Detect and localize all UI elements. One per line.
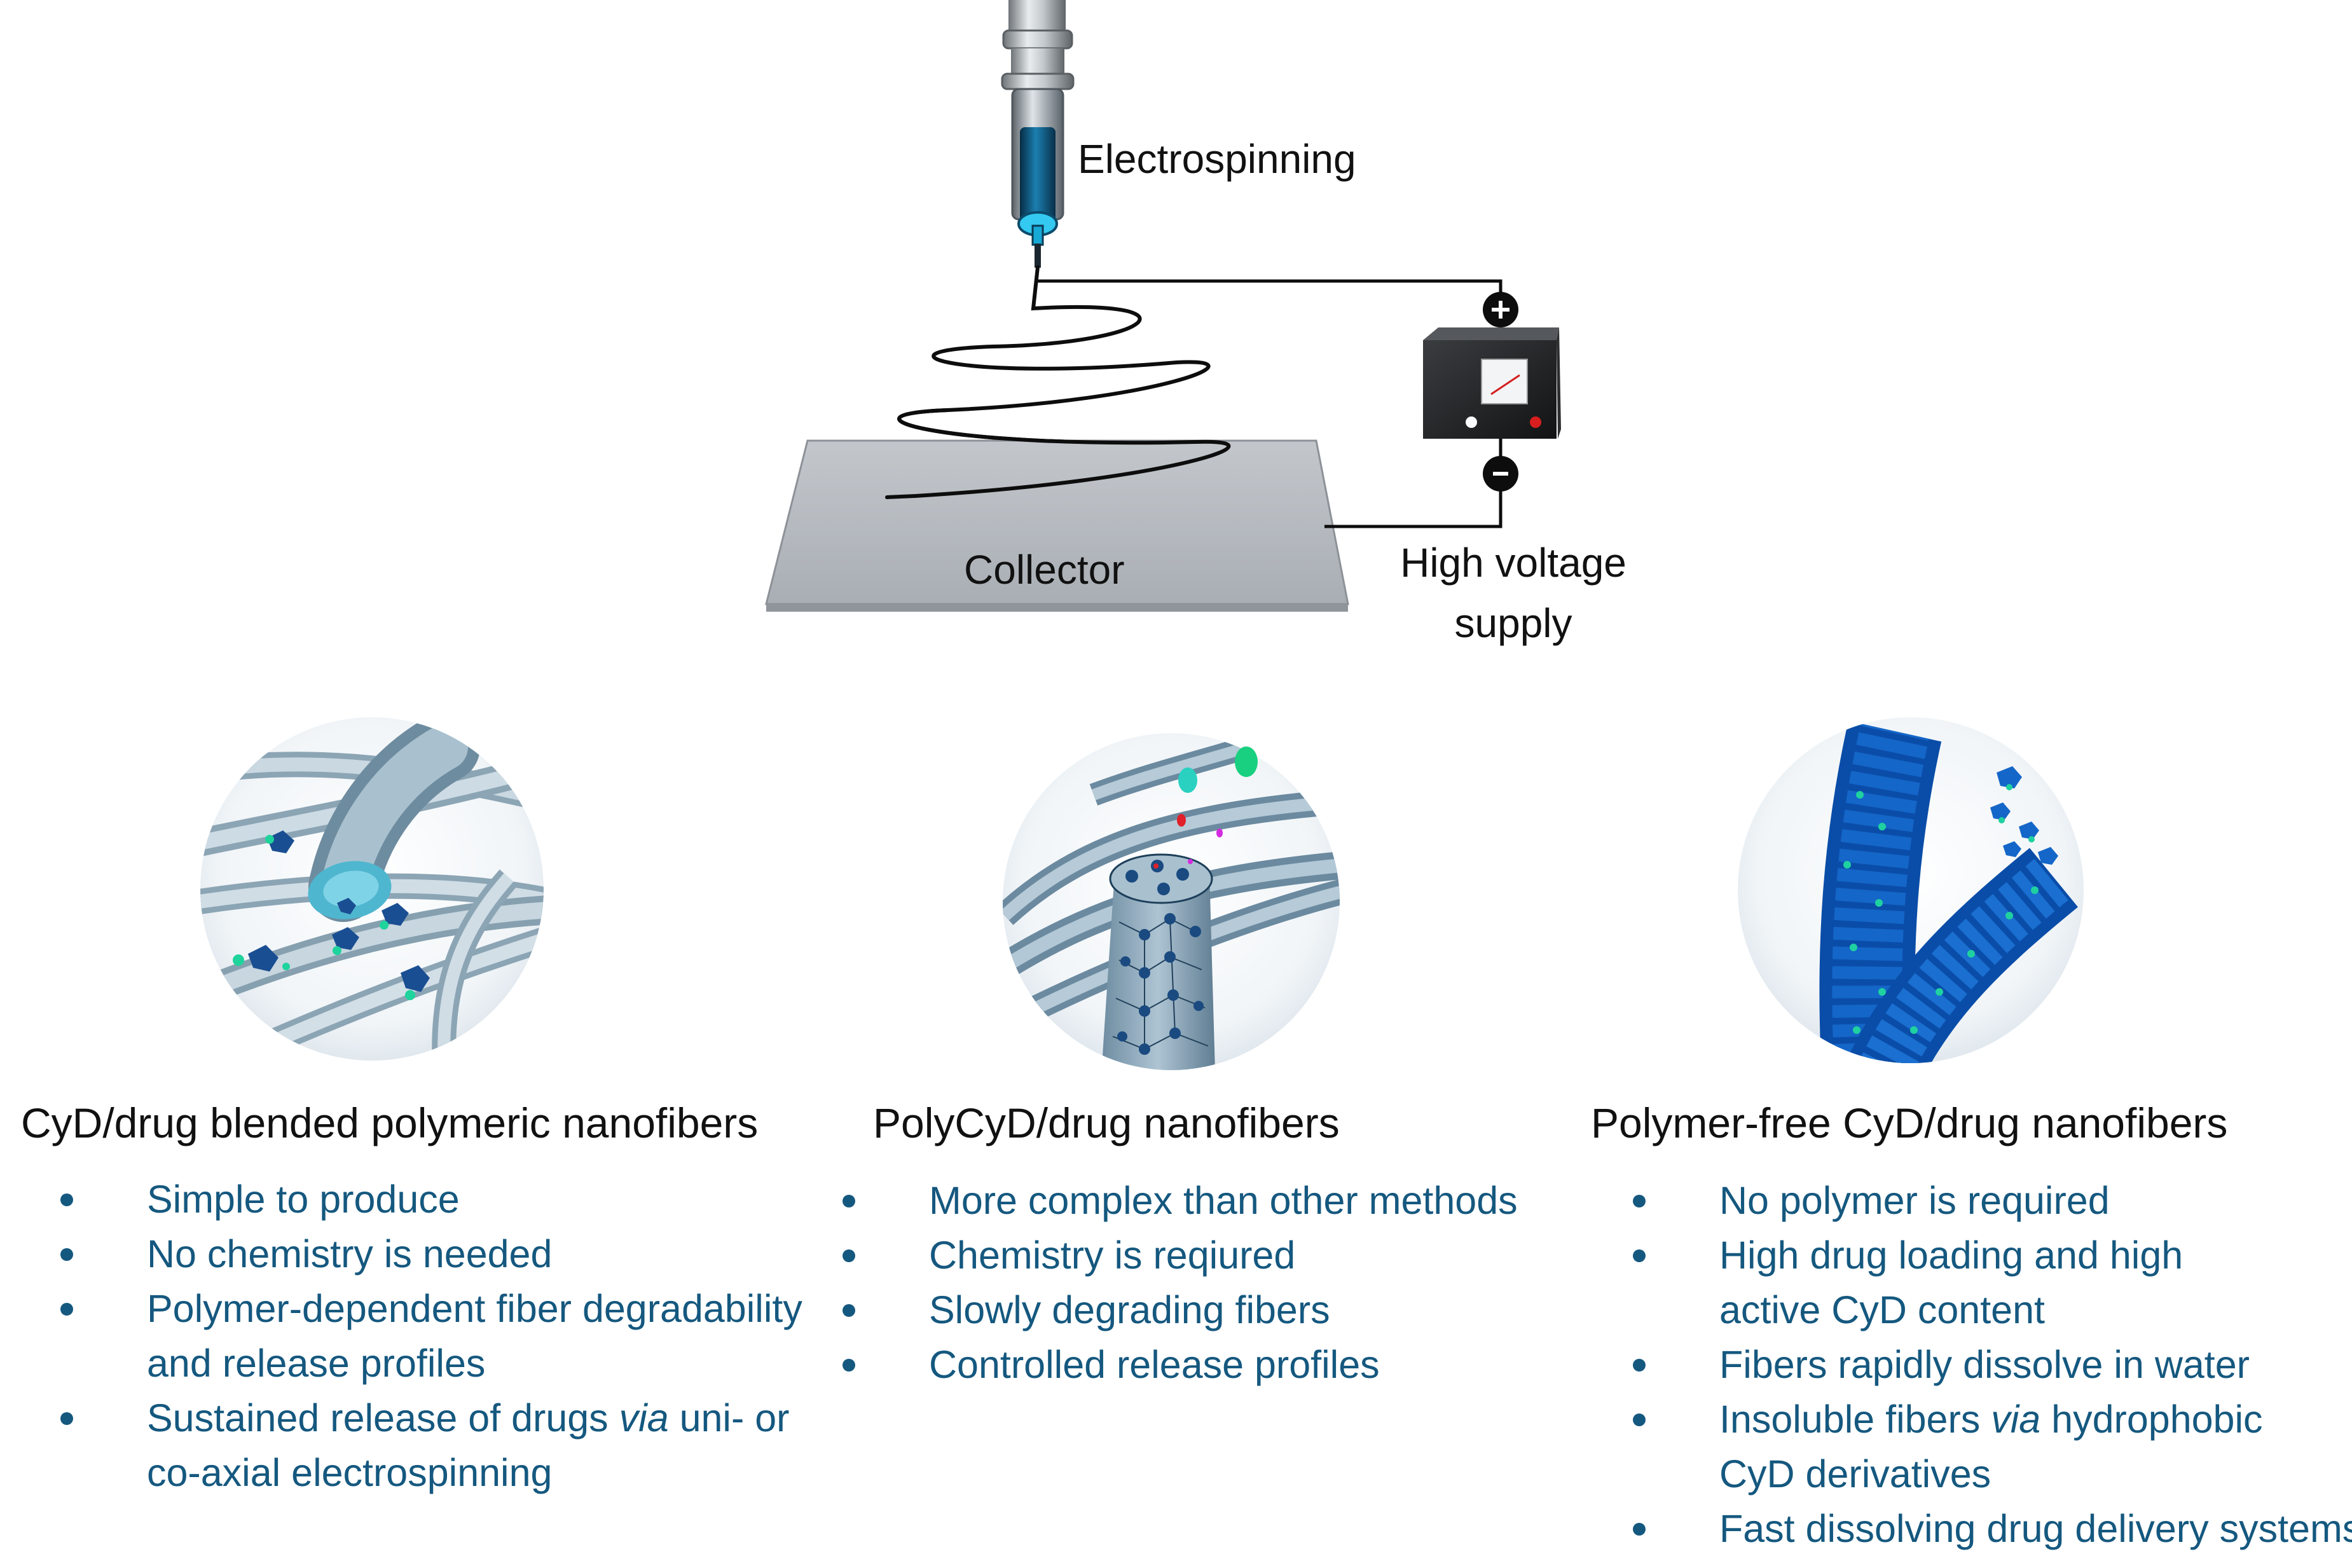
bullet-line: No polymer is required bbox=[1719, 1173, 2352, 1228]
bullet-text: No chemistry is needed bbox=[147, 1232, 553, 1276]
bullet-item: Sustained release of drugs via uni- or co… bbox=[60, 1391, 802, 1500]
bullet-item: Fibers rapidly dissolve in water bbox=[1633, 1337, 2352, 1392]
illustration-polycyd-nanofibers bbox=[1003, 733, 1340, 1070]
supply-label-line1: High voltage bbox=[1400, 540, 1626, 586]
column-title-polycyd: PolyCyD/drug nanofibers bbox=[873, 1099, 1340, 1146]
bullet-line: co-axial electrospinning bbox=[147, 1445, 802, 1500]
plus-terminal bbox=[1483, 292, 1518, 327]
bullet-text: Slowly degrading fibers bbox=[929, 1288, 1330, 1331]
bullet-text: Controlled release profiles bbox=[929, 1343, 1380, 1386]
bullet-text: Fibers rapidly dissolve in water bbox=[1719, 1343, 2250, 1386]
bullet-text: Sustained release of drugs bbox=[147, 1396, 619, 1440]
bullet-line: CyD derivatives bbox=[1719, 1447, 2352, 1501]
column-title-blended: CyD/drug blended polymeric nanofibers bbox=[21, 1099, 759, 1146]
supply-label-line2: supply bbox=[1454, 600, 1572, 646]
bullet-line: More complex than other methods bbox=[929, 1173, 1518, 1228]
bullet-text: active CyD content bbox=[1719, 1288, 2045, 1331]
bullet-line: Insoluble fibers via hydrophobic bbox=[1719, 1392, 2352, 1447]
bullet-item: High drug loading and high active CyD con… bbox=[1633, 1228, 2352, 1337]
bullet-line: active CyD content bbox=[1719, 1283, 2352, 1337]
high-voltage-supply-box bbox=[1423, 327, 1561, 439]
column-title-polymer-free: Polymer-free CyD/drug nanofibers bbox=[1591, 1099, 2228, 1146]
collector-plate bbox=[765, 439, 1349, 612]
syringe bbox=[1001, 0, 1075, 268]
bullet-text: Polymer-dependent fiber degradability bbox=[147, 1287, 802, 1330]
bullet-item: Polymer-dependent fiber degradability and… bbox=[60, 1281, 802, 1391]
illustration-blended-nanofibers bbox=[200, 717, 544, 1061]
bullet-text: No polymer is required bbox=[1719, 1179, 2110, 1222]
white-knob bbox=[1466, 416, 1477, 428]
bullet-item: Chemistry is reqiured bbox=[842, 1228, 1518, 1283]
bullet-line: and release profiles bbox=[147, 1336, 802, 1391]
bullet-item: No polymer is required bbox=[1633, 1173, 2352, 1228]
bullet-line: Fast dissolving drug delivery systems bbox=[1719, 1501, 2352, 1556]
bullet-line: Chemistry is reqiured bbox=[929, 1228, 1518, 1283]
bullet-line: No chemistry is needed bbox=[147, 1227, 802, 1281]
bullet-item: Simple to produce bbox=[60, 1172, 802, 1227]
bullet-line: Fibers rapidly dissolve in water bbox=[1719, 1337, 2352, 1392]
meter-dial bbox=[1481, 359, 1528, 404]
bullet-text: Simple to produce bbox=[147, 1178, 460, 1221]
bullet-line: Sustained release of drugs via uni- or bbox=[147, 1391, 802, 1445]
bullet-text: Fast dissolving drug delivery systems bbox=[1719, 1507, 2352, 1550]
bullet-line: Slowly degrading fibers bbox=[929, 1283, 1518, 1337]
red-knob bbox=[1530, 416, 1541, 428]
bullet-item: Slowly degrading fibers bbox=[842, 1283, 1518, 1337]
bullet-text: CyD derivatives bbox=[1719, 1452, 1991, 1496]
bullet-text: co-axial electrospinning bbox=[147, 1451, 553, 1494]
minus-terminal bbox=[1483, 456, 1518, 492]
fiber-jet-deposit bbox=[885, 408, 1231, 499]
bullet-line: Controlled release profiles bbox=[929, 1337, 1518, 1392]
bullet-text-continued: uni- or bbox=[668, 1396, 790, 1440]
bullet-text: and release profiles bbox=[147, 1342, 486, 1385]
bullet-text: Chemistry is reqiured bbox=[929, 1234, 1296, 1277]
bullet-text: More complex than other methods bbox=[929, 1179, 1518, 1222]
collector-label: Collector bbox=[964, 547, 1125, 593]
bullet-text-continued: hydrophobic bbox=[2040, 1398, 2263, 1441]
bullet-italic-text: via bbox=[619, 1396, 669, 1440]
illustration-polymer-free-nanofibers bbox=[1738, 717, 2084, 1063]
bullet-text: Insoluble fibers bbox=[1719, 1398, 1991, 1441]
electrospinning-label: Electrospinning bbox=[1078, 136, 1356, 182]
bullet-item: Fast dissolving drug delivery systems bbox=[1633, 1501, 2352, 1556]
bullet-item: Controlled release profiles bbox=[842, 1337, 1518, 1392]
bullet-line: Polymer-dependent fiber degradability bbox=[147, 1281, 802, 1336]
bullet-italic-text: via bbox=[1991, 1398, 2041, 1441]
bullet-item: No chemistry is needed bbox=[60, 1227, 802, 1281]
bullet-line: Simple to produce bbox=[147, 1172, 802, 1227]
bullet-line: High drug loading and high bbox=[1719, 1228, 2352, 1283]
bullet-item: More complex than other methods bbox=[842, 1173, 1518, 1228]
bullet-text: High drug loading and high bbox=[1719, 1234, 2184, 1277]
